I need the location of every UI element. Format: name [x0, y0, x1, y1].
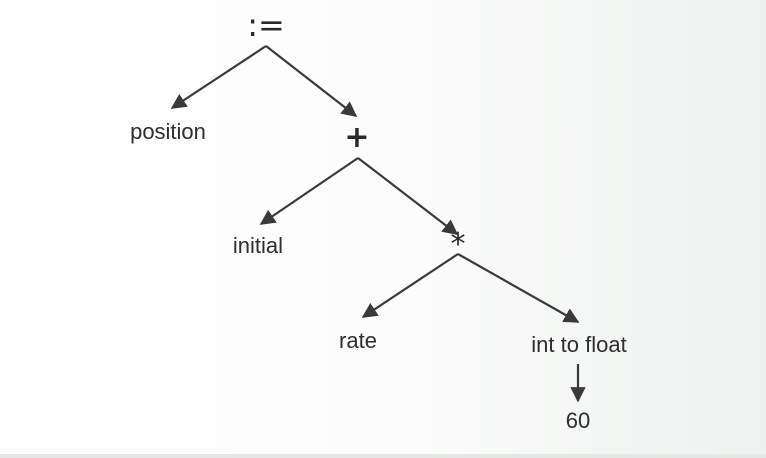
node-initial: initial: [233, 233, 283, 258]
node-sixty: 60: [566, 408, 590, 433]
edge-assign-position: [170, 45, 267, 109]
node-times-operator: *: [451, 227, 466, 262]
edge-times-rate: [361, 253, 459, 318]
edge-times-inttofloat: [457, 253, 580, 323]
node-position: position: [130, 119, 206, 144]
node-rate: rate: [339, 328, 377, 353]
edge-assign-plus: [265, 45, 358, 117]
node-assign-operator: :=: [247, 6, 285, 44]
node-int-to-float: int to float: [531, 332, 626, 357]
node-plus-operator: +: [344, 120, 369, 155]
edge-plus-initial: [259, 157, 359, 225]
bottom-border: [0, 454, 766, 458]
edge-plus-times: [357, 157, 459, 235]
